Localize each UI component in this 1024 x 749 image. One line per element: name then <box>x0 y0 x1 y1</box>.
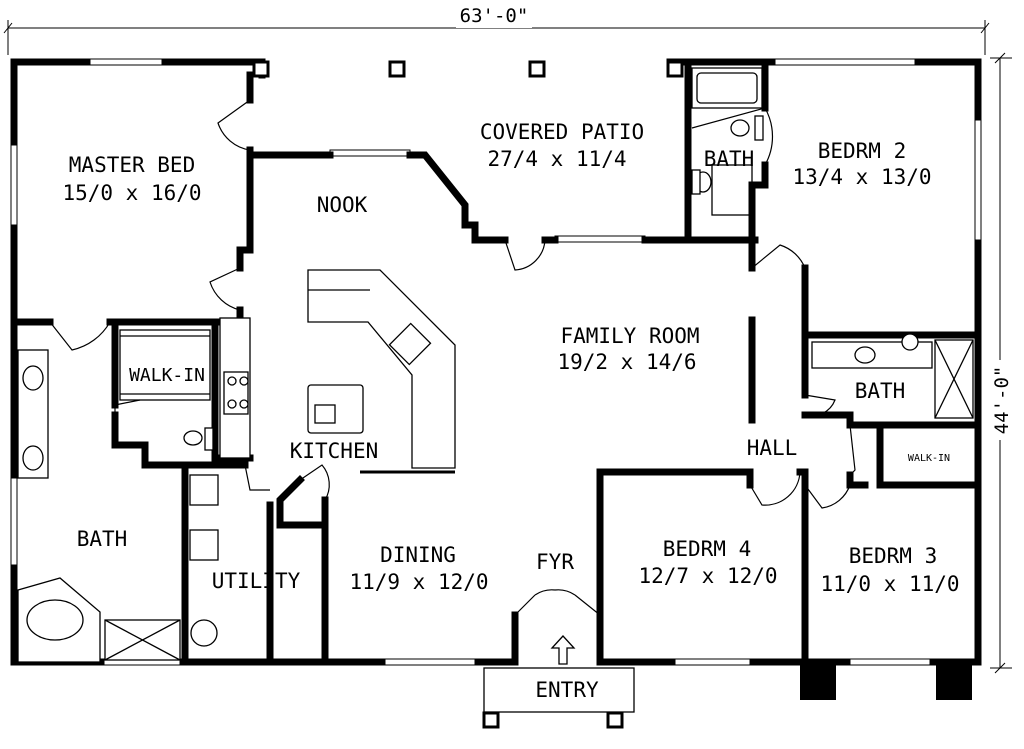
nook-label: NOOK <box>317 193 368 217</box>
dining-label: DINING <box>380 543 456 567</box>
bedrm-2-size: 13/4 x 13/0 <box>792 165 931 189</box>
bath-upper-label: BATH <box>704 147 755 171</box>
entry-label: ENTRY <box>535 678 599 702</box>
windows <box>10 58 982 666</box>
covered-patio-label: COVERED PATIO <box>480 120 644 144</box>
covered-patio-size: 27/4 x 11/4 <box>487 147 626 171</box>
foyer-label: FYR <box>536 550 574 574</box>
overall-width-label: 63'-0" <box>460 5 529 27</box>
bedrm-3-label: BEDRM 3 <box>849 544 938 568</box>
dining-size: 11/9 x 12/0 <box>349 570 488 594</box>
master-bed-label: MASTER BED <box>69 153 195 177</box>
walk-in-master-label: WALK-IN <box>129 365 205 386</box>
patio-posts <box>252 60 972 729</box>
fixtures <box>17 67 974 663</box>
utility-label: UTILITY <box>212 569 301 593</box>
master-bath-label: BATH <box>77 527 128 551</box>
hall-label: HALL <box>747 436 798 460</box>
bedrm-4-size: 12/7 x 12/0 <box>638 564 777 588</box>
family-room-label: FAMILY ROOM <box>560 324 699 348</box>
family-room-size: 19/2 x 14/6 <box>557 350 696 374</box>
walk-in-small-label: WALK-IN <box>908 453 950 464</box>
bedrm-3-size: 11/0 x 11/0 <box>820 572 959 596</box>
width-label-bg <box>456 4 532 28</box>
entry-stoop <box>483 635 635 713</box>
bedrm-4-label: BEDRM 4 <box>663 537 752 561</box>
bath-right-label: BATH <box>855 379 906 403</box>
doors <box>49 99 856 616</box>
bedrm-2-label: BEDRM 2 <box>818 139 907 163</box>
overall-depth-label: 44'-0" <box>991 366 1013 435</box>
kitchen-label: KITCHEN <box>290 439 379 463</box>
room-labels: MASTER BED 15/0 x 16/0 COVERED PATIO 27/… <box>62 120 959 702</box>
depth-label-bg <box>990 360 1012 440</box>
master-bed-size: 15/0 x 16/0 <box>62 181 201 205</box>
